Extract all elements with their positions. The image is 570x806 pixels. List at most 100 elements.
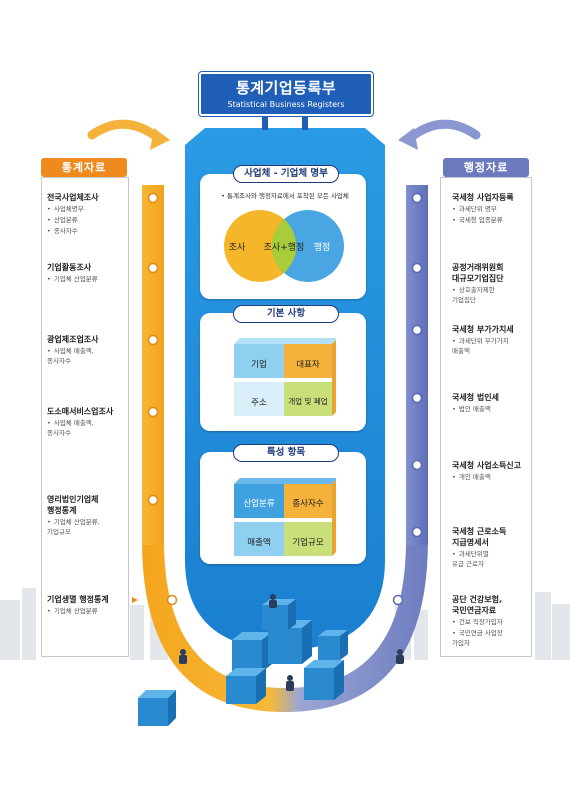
right-connectors xyxy=(392,192,452,606)
cell-employees: 종사자수 xyxy=(292,499,324,509)
characteristics-grid xyxy=(234,478,336,556)
bullet-icon: • xyxy=(47,607,51,615)
right-item-detail: •과세단위 명부 xyxy=(452,204,536,214)
right-item-detail-text: 국민연금 사업장 가입자 xyxy=(452,629,503,647)
right-item: 국세청 근로소득 지급명세서•과세단위별 유급 근로자 xyxy=(452,526,536,569)
statistics-panel xyxy=(41,177,129,657)
cell-industry: 산업분류 xyxy=(243,499,275,509)
left-item: 광업제조업조사 •사업체 매출액, 종사자수 xyxy=(47,334,131,366)
right-item-title: 국세청 근로소득 지급명세서 xyxy=(452,527,507,547)
right-item: 국세청 사업소득신고 •개인 매출액 xyxy=(452,460,536,482)
venn-left-label: 조사 xyxy=(228,243,246,253)
bullet-icon: • xyxy=(47,275,51,283)
left-bar xyxy=(142,185,164,545)
left-item-detail-text: 기업체 산업분류 xyxy=(53,607,98,615)
left-item-title: 전국사업체조사 xyxy=(47,193,99,202)
basic-info-grid xyxy=(234,338,336,416)
left-item-detail-text: 사업체명부 xyxy=(53,205,84,213)
bullet-icon: • xyxy=(452,629,456,637)
left-item-detail: •기업체 산업분류 xyxy=(47,606,131,616)
venn-middle-label: 조사+행정 xyxy=(263,243,305,253)
bullet-icon: • xyxy=(452,286,456,294)
register-subtitle: Statistical Business Registers xyxy=(227,100,345,109)
right-item: 공단 건강보험, 국민연금자료•건보 직장가입자•국민연금 사업장 가입자 xyxy=(452,594,536,648)
right-item: 국세청 법인세•법인 매출액 xyxy=(452,392,536,414)
right-item-title: 공정거래위원회 대규모기업집단 xyxy=(452,263,504,283)
right-item-detail-text: 국세청 업종분류 xyxy=(458,216,503,224)
people-illustration xyxy=(179,594,404,691)
bullet-icon: • xyxy=(47,518,51,526)
bullet-icon: • xyxy=(452,216,456,224)
left-item-detail: •사업체 매출액, 종사자수 xyxy=(47,418,131,438)
right-item-detail: •국민연금 사업장 가입자 xyxy=(452,628,536,648)
statistics-header: 통계자료 xyxy=(41,158,127,177)
right-item: 국세청 사업자등록•과세단위 명부•국세청 업종분류 xyxy=(452,192,536,225)
left-item-detail: •종사자수 xyxy=(47,226,131,236)
right-item-detail-text: 상호출자제한 기업집단 xyxy=(452,286,495,304)
left-item: 기업활동조사 •기업체 산업분류 xyxy=(47,262,131,284)
left-item-detail: •기업체 산업분류, 기업규모 xyxy=(47,517,131,537)
bullet-icon: • xyxy=(452,473,456,481)
right-item-title: 국세청 부가가치세 xyxy=(452,325,514,334)
left-item-detail-text: 기업체 산업분류, 기업규모 xyxy=(47,518,100,536)
right-item-detail: •국세청 업종분류 xyxy=(452,215,536,225)
decorative-cubes xyxy=(138,599,348,726)
right-item-detail-text: 건보 직장가입자 xyxy=(458,618,503,626)
business-list-title: 사업체 - 기업체 명부 xyxy=(233,165,339,183)
right-item-detail: •개인 매출액 xyxy=(452,472,536,482)
bullet-icon: • xyxy=(47,205,51,213)
left-item-detail-text: 사업체 매출액, 종사자수 xyxy=(47,347,94,365)
right-item: 공정거래위원회 대규모기업집단 •상호출자제한 기업집단 xyxy=(452,262,536,305)
register-title-box: 통계기업등록부 Statistical Business Registers xyxy=(199,72,373,116)
left-item-title: 도소매서비스업조사 xyxy=(47,407,114,416)
left-item-detail-text: 종사자수 xyxy=(53,227,78,235)
bullet-icon: • xyxy=(452,205,456,213)
left-item-title: 광업제조업조사 xyxy=(47,335,99,344)
right-item-detail-text: 법인 매출액 xyxy=(458,405,491,413)
left-item-title: 기업활동조사 xyxy=(47,263,92,272)
left-item-detail-text: 산업분류 xyxy=(53,216,78,224)
right-item-detail: •과세단위 부가가치 매출액 xyxy=(452,336,536,356)
cell-size: 기업규모 xyxy=(292,538,324,548)
left-item: 기업생멸 행정통계 •기업체 산업분류 xyxy=(47,594,131,616)
cell-open-close: 개업 및 폐업 xyxy=(288,397,328,406)
left-item-detail: •사업체 매출액, 종사자수 xyxy=(47,346,131,366)
bullet-icon: • xyxy=(452,337,456,345)
left-item-detail-text: 기업체 산업분류 xyxy=(53,275,98,283)
bullet-icon: • xyxy=(47,227,51,235)
business-list-note: • 통계조사와 행정자료에서 포착된 모든 사업체 xyxy=(221,192,349,200)
right-item-title: 공단 건강보험, 국민연금자료 xyxy=(452,595,502,615)
left-item: 전국사업체조사•사업체명부•산업분류•종사자수 xyxy=(47,192,131,236)
right-item-detail: •건보 직장가입자 xyxy=(452,617,536,627)
venn-overlap xyxy=(271,219,297,273)
venn-right-label: 행정 xyxy=(313,243,331,253)
right-bar xyxy=(406,185,428,545)
left-item-detail-text: 사업체 매출액, 종사자수 xyxy=(47,419,94,437)
right-item-detail-text: 개인 매출액 xyxy=(458,473,491,481)
bullet-icon: • xyxy=(47,216,51,224)
left-item: 영리법인기업체 행정통계•기업체 산업분류, 기업규모 xyxy=(47,494,131,537)
right-item-detail: •과세단위별 유급 근로자 xyxy=(452,549,536,569)
cell-representative: 대표자 xyxy=(296,360,320,370)
left-item-title: 기업생멸 행정통계 xyxy=(47,595,109,604)
cell-address: 주소 xyxy=(251,398,267,408)
right-item-title: 국세청 사업소득신고 xyxy=(452,461,522,470)
bullet-icon: • xyxy=(452,405,456,413)
right-item-detail-text: 과세단위별 유급 근로자 xyxy=(452,550,489,568)
right-item-detail-text: 과세단위 명부 xyxy=(458,205,497,213)
left-item-detail: •사업체명부 xyxy=(47,204,131,214)
bullet-icon: • xyxy=(452,550,456,558)
note-text: 통계조사와 행정자료에서 포착된 모든 사업체 xyxy=(227,192,349,200)
left-item-detail: •산업분류 xyxy=(47,215,131,225)
right-item-detail-text: 과세단위 부가가치 매출액 xyxy=(452,337,509,355)
basic-info-title: 기본 사항 xyxy=(233,305,339,323)
left-item-title: 영리법인기업체 행정통계 xyxy=(47,495,99,515)
right-item-detail: •법인 매출액 xyxy=(452,404,536,414)
bullet-icon: • xyxy=(47,419,51,427)
right-item-title: 국세청 사업자등록 xyxy=(452,193,514,202)
characteristics-title: 특성 항목 xyxy=(233,444,339,462)
cell-business: 기업 xyxy=(251,360,267,370)
admin-header: 행정자료 xyxy=(443,158,529,177)
bullet-icon: • xyxy=(452,618,456,626)
register-title: 통계기업등록부 xyxy=(235,79,337,97)
